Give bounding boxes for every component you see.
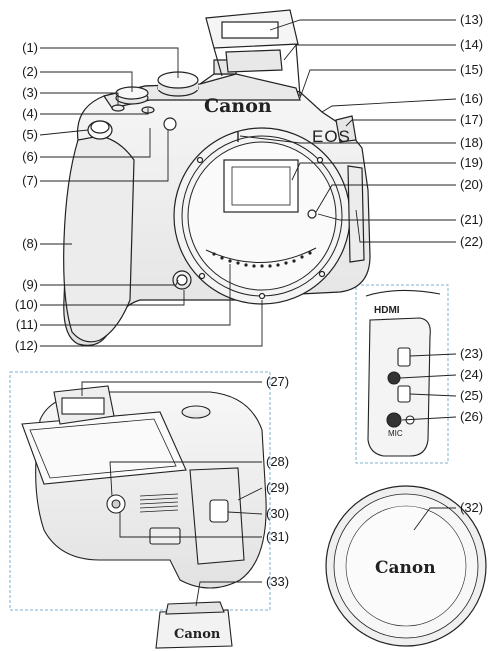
camera-bottom-view bbox=[21, 385, 267, 589]
callout-5: (5) bbox=[22, 127, 38, 142]
terminal-view-frame bbox=[355, 284, 449, 464]
terminal-cover bbox=[347, 165, 365, 263]
built-in-flash bbox=[205, 9, 301, 97]
callout-28: (28) bbox=[266, 454, 290, 469]
callout-19: (19) bbox=[460, 155, 484, 170]
mic-label: MIC bbox=[388, 429, 403, 438]
callout-31: (31) bbox=[266, 529, 290, 544]
callout-23: (23) bbox=[460, 346, 484, 361]
callout-3: (3) bbox=[22, 85, 38, 100]
mic-terminal bbox=[386, 412, 402, 428]
terminal-inset bbox=[365, 289, 441, 457]
callout-7: (7) bbox=[22, 173, 38, 188]
callout-27: (27) bbox=[266, 374, 290, 389]
leader-lines bbox=[39, 19, 457, 607]
callout-21: (21) bbox=[460, 212, 484, 227]
camera-model-logo: EOS bbox=[312, 127, 351, 146]
camera-brand-logo: Canon bbox=[204, 95, 272, 117]
callout-25: (25) bbox=[460, 388, 484, 403]
callout-9: (9) bbox=[22, 277, 38, 292]
body-cap-logo: Canon bbox=[375, 558, 436, 578]
callout-11: (11) bbox=[15, 317, 38, 332]
callout-33: (33) bbox=[266, 574, 290, 589]
callout-15: (15) bbox=[460, 62, 484, 77]
callout-10: (10) bbox=[14, 297, 38, 312]
strap-mount bbox=[335, 115, 357, 143]
callout-17: (17) bbox=[460, 112, 484, 127]
image-sensor bbox=[223, 159, 299, 213]
callout-18: (18) bbox=[460, 135, 484, 150]
hot-shoe-cover bbox=[155, 601, 233, 649]
callout-20: (20) bbox=[460, 177, 484, 192]
callout-16: (16) bbox=[460, 91, 484, 106]
callout-4: (4) bbox=[22, 106, 38, 121]
lens-contacts bbox=[212, 251, 312, 268]
callout-14: (14) bbox=[460, 37, 484, 52]
bottom-view-frame bbox=[9, 371, 271, 611]
callout-24: (24) bbox=[460, 367, 484, 382]
usb-terminal bbox=[387, 371, 401, 385]
dc-coupler-cord-hole bbox=[209, 499, 229, 523]
hdmi-label: HDMI bbox=[374, 305, 400, 316]
callout-8: (8) bbox=[22, 236, 38, 251]
callout-29: (29) bbox=[266, 480, 290, 495]
callout-13: (13) bbox=[460, 12, 484, 27]
af-assist-lamp bbox=[163, 117, 177, 131]
callout-32: (32) bbox=[460, 500, 484, 515]
callout-26: (26) bbox=[460, 409, 484, 424]
callout-6: (6) bbox=[22, 149, 38, 164]
callout-22: (22) bbox=[460, 234, 484, 249]
callout-2: (2) bbox=[22, 64, 38, 79]
hdmi-terminal bbox=[397, 347, 411, 367]
callout-30: (30) bbox=[266, 506, 290, 521]
callout-1: (1) bbox=[22, 40, 38, 55]
callout-12: (12) bbox=[14, 338, 38, 353]
speaker-grille bbox=[139, 493, 179, 513]
hot-shoe-cover-logo: Canon bbox=[174, 627, 221, 642]
body-cap bbox=[325, 485, 487, 647]
